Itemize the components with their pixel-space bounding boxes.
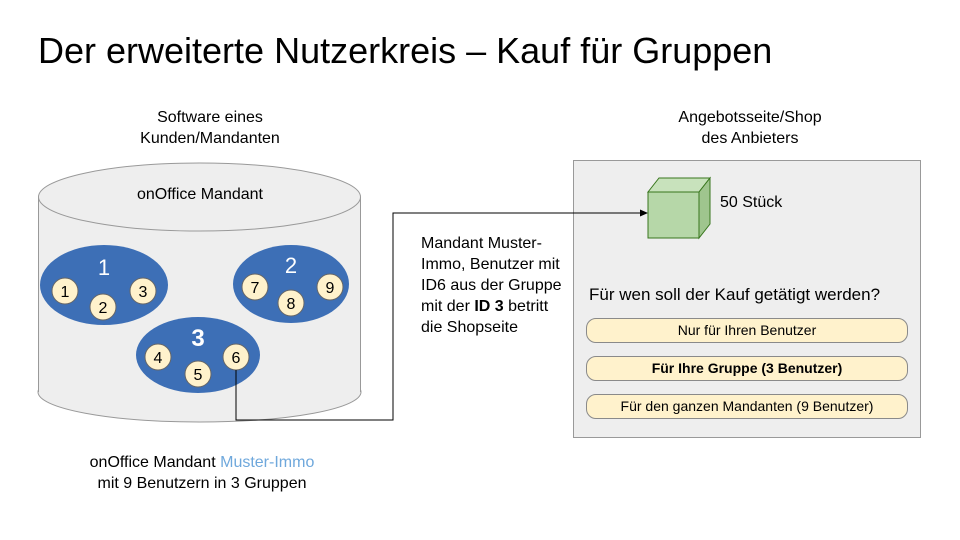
stock-label: 50 Stück	[720, 194, 783, 211]
shop-caption: Angebotsseite/Shop des Anbieters	[640, 107, 860, 149]
user-9: 9	[326, 280, 335, 297]
software-caption-line2: Kunden/Mandanten	[140, 130, 280, 147]
user-8: 8	[287, 296, 296, 313]
mandant-description-end: betritt die Shopseite	[421, 298, 549, 336]
group-2: 2 7 8 9	[233, 245, 349, 323]
group-3: 3 4 5 6	[136, 317, 260, 393]
software-caption-line1: Software eines	[157, 109, 263, 126]
user-5: 5	[194, 367, 203, 384]
purchase-question: Für wen soll der Kauf getätigt werden?	[589, 285, 881, 304]
user-3: 3	[139, 284, 148, 301]
mandant-caption: onOffice Mandant Muster-Immo mit 9 Benut…	[42, 452, 362, 494]
shop-panel	[573, 160, 921, 438]
mandant-description-text: Mandant Muster-Immo, Benutzer mit ID6 au…	[421, 235, 562, 315]
mandant-caption-name: Muster-Immo	[220, 454, 315, 471]
option-all-mandant-button[interactable]: Für den ganzen Mandanten (9 Benutzer)	[586, 394, 908, 419]
mandant-description: Mandant Muster-Immo, Benutzer mit ID6 au…	[421, 233, 571, 338]
user-6: 6	[232, 350, 241, 367]
user-4: 4	[154, 350, 163, 367]
option-own-user-button[interactable]: Nur für Ihren Benutzer	[586, 318, 908, 343]
user-7: 7	[251, 280, 260, 297]
group-3-label: 3	[191, 325, 204, 352]
product-cube-icon	[646, 176, 712, 240]
connector-arrow	[235, 209, 648, 421]
software-caption: Software eines Kunden/Mandanten	[100, 107, 320, 149]
user-1: 1	[61, 284, 70, 301]
slide-title: Der erweiterte Nutzerkreis – Kauf für Gr…	[38, 30, 773, 71]
group-1: 1 1 2 3	[40, 245, 168, 325]
shop-caption-line2: des Anbieters	[701, 130, 799, 147]
mandant-caption-line2: mit 9 Benutzern in 3 Gruppen	[97, 475, 307, 492]
cylinder-label: onOffice Mandant	[136, 186, 263, 203]
user-2: 2	[99, 300, 108, 317]
group-1-label: 1	[98, 255, 110, 280]
mandant-caption-prefix: onOffice Mandant	[89, 454, 216, 471]
shop-caption-line1: Angebotsseite/Shop	[678, 109, 822, 126]
option-group-button[interactable]: Für Ihre Gruppe (3 Benutzer)	[586, 356, 908, 381]
mandant-description-group-id: ID 3	[474, 298, 504, 315]
group-2-label: 2	[285, 253, 297, 278]
